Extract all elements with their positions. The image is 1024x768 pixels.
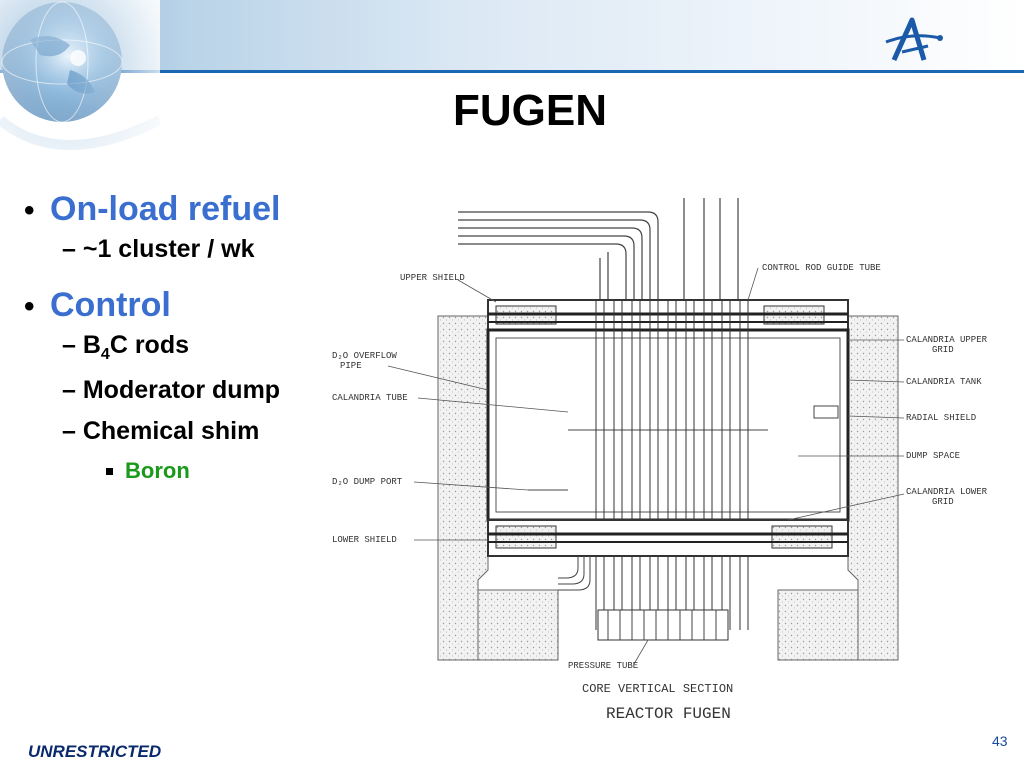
- diagram-caption-section: CORE VERTICAL SECTION: [582, 682, 733, 696]
- upper-feeder-pipes: [458, 198, 739, 300]
- sub-bullet-chemical-shim: – Chemical shim: [62, 417, 344, 446]
- label-d2o-overflow-pipe: PIPE: [340, 361, 362, 371]
- lower-feeder-pipes: [558, 556, 729, 641]
- slide-title: FUGEN: [453, 86, 607, 135]
- bullet-on-load-refuel: • On-load refuel: [24, 190, 344, 229]
- reactor-diagram: UPPER SHIELD CONTROL ROD GUIDE TUBE D₂O …: [332, 198, 988, 723]
- dash: –: [62, 331, 76, 359]
- agency-logo-icon: [885, 17, 943, 62]
- sub-bullet-b4c-rods: – B4C rods: [62, 331, 344, 364]
- sub-bullet-moderator-dump: – Moderator dump: [62, 376, 344, 405]
- sub-bullet-cluster-rate: – ~1 cluster / wk: [62, 235, 344, 264]
- label-dump-space: DUMP SPACE: [906, 451, 960, 461]
- label-calandria-tank: CALANDRIA TANK: [906, 377, 982, 387]
- bullet-control: • Control: [24, 286, 344, 325]
- label-d2o-overflow: D₂O OVERFLOW: [332, 351, 397, 361]
- header-banner: [0, 0, 1024, 72]
- lower-shield: [487, 519, 849, 557]
- label-control-rod-guide-tube: CONTROL ROD GUIDE TUBE: [762, 263, 881, 273]
- b4c-suffix: C rods: [109, 331, 190, 359]
- label-lower-shield: LOWER SHIELD: [332, 535, 397, 545]
- leader-lines: [387, 267, 905, 665]
- b4c-subscript: 4: [100, 346, 110, 363]
- sub-bullet-text: ~1 cluster / wk: [82, 235, 255, 263]
- label-calandria-lower-grid: GRID: [932, 497, 954, 507]
- b4c-prefix: B: [82, 331, 101, 359]
- sub-sub-bullet-text: Boron: [125, 458, 190, 483]
- label-calandria-tube: CALANDRIA TUBE: [332, 393, 408, 403]
- bullet-list: • On-load refuel – ~1 cluster / wk • Con…: [24, 190, 344, 484]
- bullet-glyph: •: [24, 194, 35, 227]
- label-radial-shield: RADIAL SHIELD: [906, 413, 976, 423]
- dash: –: [62, 235, 76, 263]
- bullet-text: Control: [50, 286, 171, 324]
- dash: –: [62, 417, 76, 445]
- calandria-tubes: [595, 300, 749, 630]
- label-d2o-dump-port: D₂O DUMP PORT: [332, 477, 403, 487]
- globe-icon: [0, 0, 160, 180]
- square-bullet-icon: [106, 467, 113, 475]
- label-upper-shield: UPPER SHIELD: [400, 273, 465, 283]
- bullet-glyph: •: [24, 290, 35, 323]
- label-calandria-upper-grid: GRID: [932, 345, 954, 355]
- header-rule: [0, 70, 1024, 73]
- sub-bullet-text: Chemical shim: [82, 417, 260, 445]
- diagram-caption-title: REACTOR FUGEN: [606, 705, 731, 723]
- label-calandria-upper: CALANDRIA UPPER: [906, 335, 988, 345]
- concrete-shield: [437, 315, 899, 661]
- dash: –: [62, 376, 76, 404]
- label-pressure-tube: PRESSURE TUBE: [568, 661, 638, 671]
- sub-sub-bullet-boron: Boron: [106, 458, 344, 484]
- page-number: 43: [992, 733, 1008, 749]
- classification-label: UNRESTRICTED: [28, 742, 162, 761]
- sub-bullet-text: Moderator dump: [82, 376, 281, 404]
- label-calandria-lower: CALANDRIA LOWER: [906, 487, 988, 497]
- bullet-text: On-load refuel: [50, 190, 281, 228]
